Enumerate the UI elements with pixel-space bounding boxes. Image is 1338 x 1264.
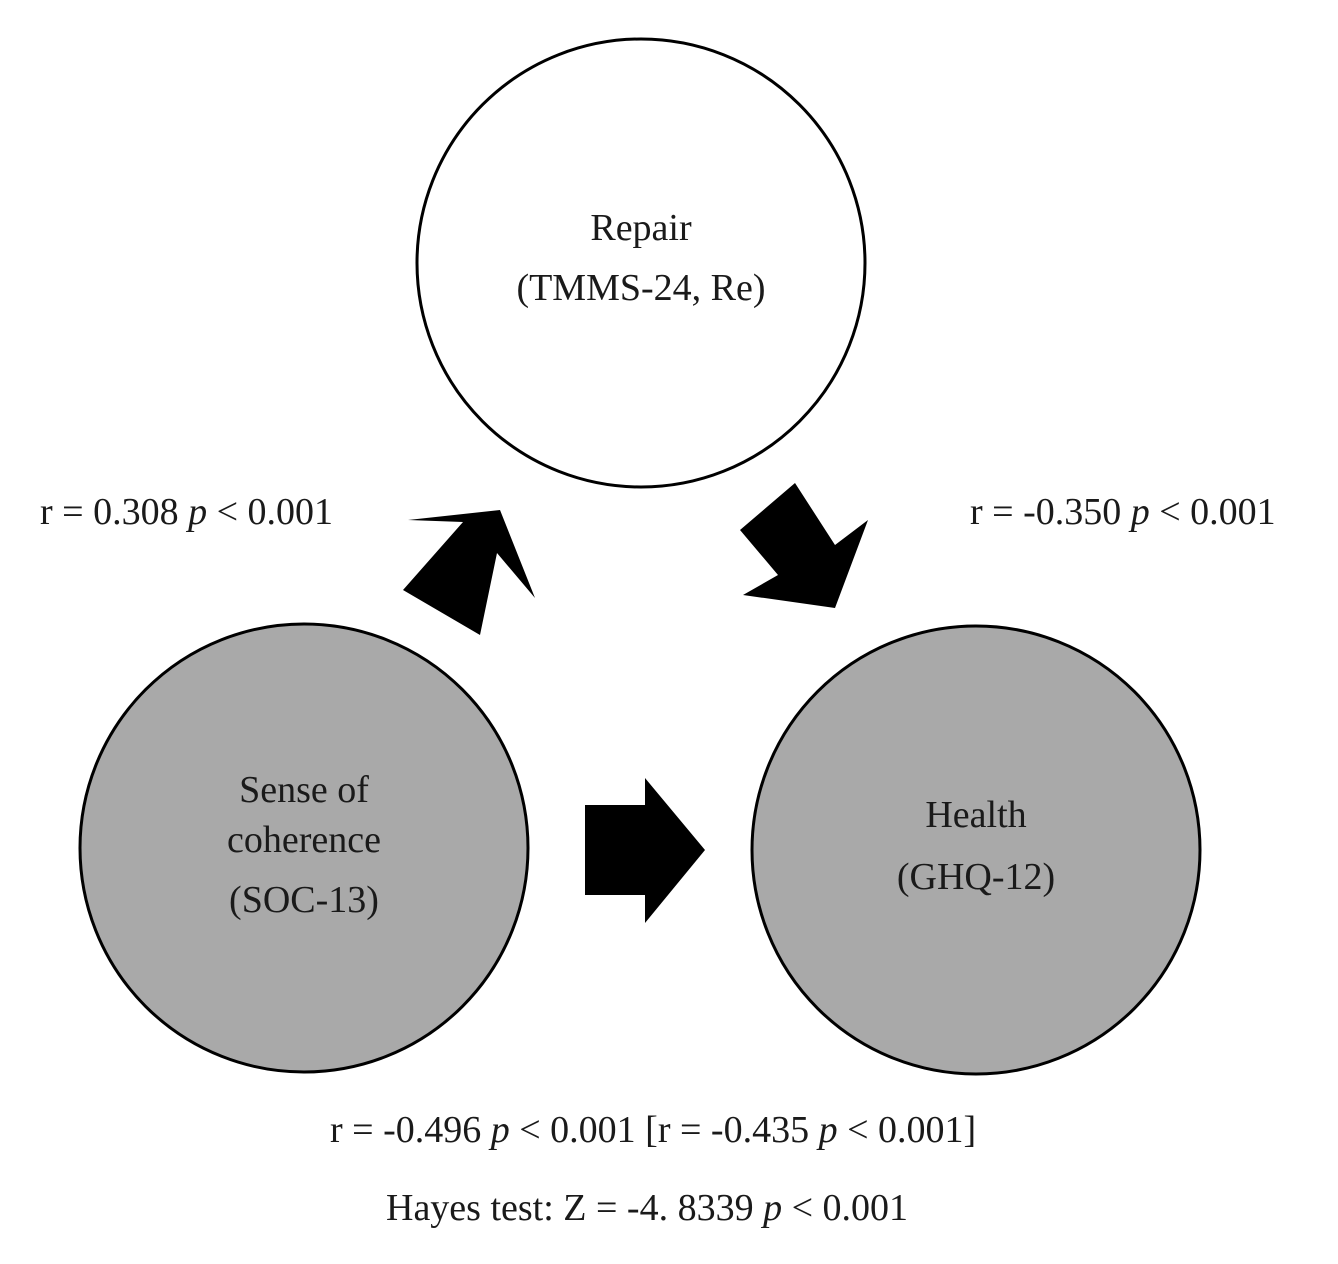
edge-p-value: < 0.001 [r = -0.435 [509, 1109, 819, 1151]
soc-label: Sense of coherence (SOC-13) [104, 765, 504, 925]
edge-p-symbol-2: p [818, 1109, 838, 1151]
health-label: Health (GHQ-12) [776, 790, 1176, 902]
edge-label-repair-health: r = -0.350 p < 0.001 [970, 490, 1276, 534]
repair-title: Repair [590, 207, 692, 249]
repair-scale: (TMMS-24, Re) [516, 267, 766, 309]
repair-label: Repair (TMMS-24, Re) [441, 203, 841, 313]
edge-p-value: < 0.001 [207, 491, 334, 533]
edge-r-value: r = 0.308 [40, 491, 189, 533]
soc-title-line1: Sense of [239, 769, 369, 811]
health-node [750, 624, 1202, 1076]
health-title: Health [925, 794, 1027, 836]
hayes-p-symbol: p [763, 1187, 783, 1229]
edge-p-symbol: p [188, 491, 208, 533]
health-scale: (GHQ-12) [896, 856, 1056, 898]
hayes-p-value: < 0.001 [782, 1187, 909, 1229]
edge-r-value: r = -0.350 [970, 491, 1131, 533]
arrow-soc-to-repair [403, 510, 535, 635]
edge-label-soc-repair: r = 0.308 p < 0.001 [40, 490, 333, 534]
soc-node [78, 622, 530, 1074]
repair-node [415, 37, 867, 489]
hayes-text: Hayes test: Z = -4. 8339 [386, 1187, 764, 1229]
edge-p-symbol: p [1130, 491, 1150, 533]
edge-p-value-2: < 0.001] [837, 1109, 977, 1151]
edge-label-soc-health: r = -0.496 p < 0.001 [r = -0.435 p < 0.0… [330, 1108, 976, 1152]
arrow-repair-to-health [740, 483, 868, 608]
arrow-soc-to-health [585, 778, 705, 923]
hayes-test-label: Hayes test: Z = -4. 8339 p < 0.001 [386, 1186, 908, 1230]
edge-p-symbol: p [490, 1109, 510, 1151]
edge-r-value: r = -0.496 [330, 1109, 491, 1151]
soc-title-line2: coherence [227, 819, 381, 861]
soc-scale: (SOC-13) [229, 879, 379, 921]
edge-p-value: < 0.001 [1149, 491, 1276, 533]
